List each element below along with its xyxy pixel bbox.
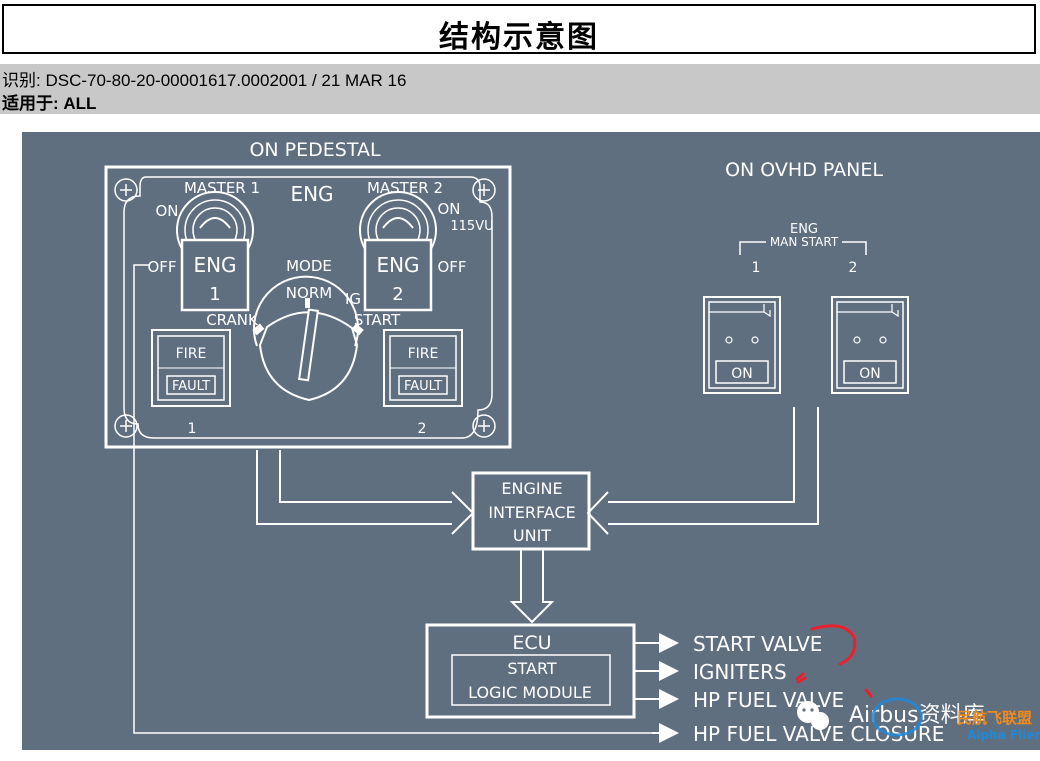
- master2-off-label: OFF: [437, 258, 466, 276]
- engine-interface-unit: ENGINE INTERFACE UNIT: [471, 471, 591, 551]
- man-start-button-1[interactable]: ON: [703, 296, 781, 394]
- ecu-title: ECU: [512, 632, 551, 654]
- ovhd-eng-label: ENG: [790, 222, 818, 237]
- eiu-to-ecu-arrow: [509, 549, 555, 624]
- applicability-line: 适用于: ALL: [2, 94, 97, 113]
- ign-label: IG: [345, 290, 361, 308]
- vu-label: 115VU: [450, 219, 493, 234]
- pedestal-panel: [104, 165, 512, 449]
- man-start-on-2: ON: [859, 366, 881, 382]
- off-closure-line: [133, 264, 677, 734]
- fault-label-1: FAULT: [172, 379, 210, 394]
- switch2-label: ENG: [376, 253, 419, 277]
- pedestal-num-1: 1: [188, 421, 197, 437]
- diagram-area: ON PEDESTAL ENG MASTER 1 MASTER 2 ON ON …: [22, 132, 1040, 750]
- master2-label: MASTER 2: [367, 179, 443, 197]
- screw-icon: [114, 178, 138, 202]
- title-bar: 结构示意图: [2, 4, 1036, 55]
- switch2-number: 2: [392, 284, 403, 305]
- man-start-on-1: ON: [731, 366, 753, 382]
- switch1-label: ENG: [193, 253, 236, 277]
- master-switch-2[interactable]: ENG 2: [359, 191, 437, 312]
- man-start-button-2[interactable]: ON: [831, 296, 909, 394]
- ecu-module-line-1: START: [507, 659, 557, 678]
- fire-fault-indicator-2[interactable]: FIRE FAULT: [383, 329, 463, 407]
- eiu-line-1: ENGINE: [501, 479, 562, 498]
- logo-ring-icon: [871, 697, 923, 737]
- start-label: START: [354, 311, 401, 329]
- identification-line: 识别: DSC-70-80-20-00001617.0002001 / 21 M…: [2, 71, 407, 90]
- page-title: 结构示意图: [439, 20, 599, 55]
- mode-selector-knob[interactable]: [252, 275, 364, 402]
- meta-bar: 识别: DSC-70-80-20-00001617.0002001 / 21 M…: [0, 64, 1040, 114]
- eiu-line-3: UNIT: [513, 526, 551, 545]
- panel-title-eng: ENG: [290, 182, 333, 206]
- pedestal-inner-outline: [123, 176, 493, 439]
- fire-label-2: FIRE: [408, 346, 439, 362]
- pedestal-title: ON PEDESTAL: [249, 139, 380, 161]
- watermark: Airbus资料库 民航飞联盟 Alpha Flier: [797, 697, 1040, 742]
- ovhd-num-2: 2: [849, 260, 858, 276]
- pedestal-num-2: 2: [418, 421, 427, 437]
- schematic-svg: ON PEDESTAL ENG MASTER 1 MASTER 2 ON ON …: [104, 139, 1040, 746]
- watermark-text-alliance: 民航飞联盟: [957, 709, 1032, 727]
- ident-value: DSC-70-80-20-00001617.0002001 / 21 MAR 1…: [45, 71, 407, 90]
- output-hp-fuel-valve: HP FUEL VALVE: [693, 688, 844, 712]
- fault-label-2: FAULT: [404, 379, 442, 394]
- arrow-icon: [586, 491, 609, 535]
- screw-icon: [472, 178, 496, 202]
- pedestal-to-eiu-line: [256, 450, 452, 525]
- ecu-module-line-2: LOGIC MODULE: [468, 683, 592, 702]
- output-start-valve: START VALVE: [693, 632, 822, 656]
- master1-label: MASTER 1: [184, 179, 260, 197]
- screw-icon: [114, 414, 138, 438]
- norm-label: NORM: [286, 284, 332, 302]
- output-igniters: IGNITERS: [693, 660, 787, 684]
- fire-label-1: FIRE: [176, 346, 207, 362]
- man-start-label: MAN START: [770, 235, 839, 249]
- screw-icon: [472, 414, 496, 438]
- ident-label: 识别: [2, 71, 36, 90]
- watermark-text-flier: Alpha Flier: [967, 728, 1040, 742]
- ovhd-num-1: 1: [752, 260, 761, 276]
- red-annotation-mark: [795, 624, 857, 684]
- red-annotation-tick: [864, 688, 873, 698]
- switch1-number: 1: [209, 284, 220, 305]
- ovhd-to-eiu-line: [608, 407, 819, 525]
- applies-value: ALL: [63, 94, 97, 113]
- fire-fault-indicator-1[interactable]: FIRE FAULT: [151, 329, 231, 407]
- master2-on-label: ON: [437, 200, 460, 218]
- applies-label: 适用于: [2, 94, 53, 113]
- master1-off-label: OFF: [147, 258, 176, 276]
- crank-label: CRANK: [206, 311, 259, 329]
- master-switch-1[interactable]: ENG 1: [176, 191, 254, 312]
- arrow-icon: [451, 491, 475, 535]
- mode-label: MODE: [286, 257, 332, 275]
- eiu-line-2: INTERFACE: [488, 503, 575, 522]
- ecu-box: ECU START LOGIC MODULE: [425, 623, 636, 719]
- master1-on-label: ON: [155, 202, 178, 220]
- ovhd-title: ON OVHD PANEL: [725, 159, 883, 181]
- man-start-bracket: [739, 241, 867, 255]
